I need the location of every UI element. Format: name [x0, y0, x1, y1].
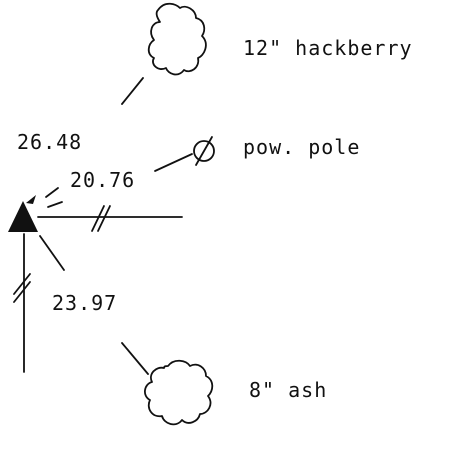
- stub-upper-right: [45, 187, 59, 198]
- east-line-tick-1: [91, 205, 105, 232]
- label-ash: 8" ash: [249, 378, 328, 402]
- south-line-tick-2: [13, 281, 31, 303]
- label-distance-pole: 20.76: [70, 168, 136, 192]
- survey-point-triangle: [8, 201, 38, 232]
- tie-line-pole: [154, 153, 193, 172]
- label-distance-hackberry: 26.48: [17, 130, 83, 154]
- label-pole: pow. pole: [243, 135, 361, 159]
- triangle-pointer: [26, 195, 36, 204]
- stub-right: [47, 201, 63, 208]
- stub-lower-right: [39, 235, 65, 271]
- ash-tree-icon: [144, 359, 214, 426]
- east-line-tick-2: [97, 205, 111, 232]
- hackberry-tree-icon: [147, 2, 207, 76]
- label-hackberry: 12" hackberry: [243, 36, 413, 60]
- power-pole-icon: [193, 136, 215, 166]
- tie-line-hackberry: [121, 77, 144, 105]
- tie-line-ash: [121, 342, 149, 375]
- label-distance-ash: 23.97: [52, 291, 118, 315]
- south-line-tick-1: [13, 273, 31, 295]
